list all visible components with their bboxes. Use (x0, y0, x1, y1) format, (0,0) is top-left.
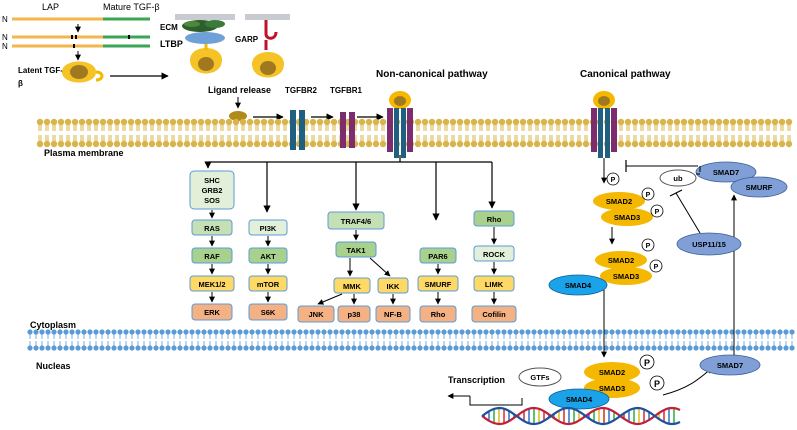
tgfbr2-receptor-icon (290, 110, 305, 150)
smad4-c: SMAD4 (566, 395, 593, 404)
smurf-box-label: SMURF (425, 280, 452, 289)
mtor-label: mTOR (257, 280, 280, 289)
cytoplasm-label: Cytoplasm (30, 320, 76, 330)
smad2-a: SMAD2 (606, 197, 632, 206)
ligand-icon (229, 111, 247, 121)
tgfbr1-receptor-icon (340, 112, 355, 148)
smad2-b: SMAD2 (608, 256, 634, 265)
tak1-label: TAK1 (346, 246, 365, 255)
ecm-garp-panel: ECM LTBP GARP (160, 14, 290, 78)
p38-label: p38 (348, 310, 361, 319)
canonical-title: Canonical pathway (580, 69, 671, 80)
gtfs-label: GTFs (530, 373, 549, 382)
p-smad3-b: P (654, 264, 659, 271)
pi3k-label: PI3K (260, 224, 277, 233)
traf-label: TRAF4/6 (341, 217, 371, 226)
rho-pathway: Rho ROCK LIMK Cofilin (471, 210, 517, 323)
receptor-complex-noncanonical-icon (387, 91, 413, 158)
sos-label: SOS (204, 196, 220, 205)
plasma-membrane (36, 118, 793, 148)
tgfbr2-label: TGFBR2 (285, 86, 318, 95)
ikk-label: IKK (387, 282, 401, 291)
grb2-label: GRB2 (202, 186, 223, 195)
precursor-panel: LAP Mature TGF-β N N N Latent TGF- β (2, 2, 169, 88)
shc-label: SHC (204, 176, 220, 185)
smad3-a: SMAD3 (614, 213, 640, 222)
latent-tgf-complex-icon (62, 61, 104, 83)
n-label-2: N (2, 33, 8, 42)
p-smad3-a: P (655, 209, 660, 216)
ltbp-bound-complex-icon (190, 44, 222, 74)
par6-pathway: PAR6 SMURF Rho (417, 247, 459, 323)
p-receptor: P (611, 177, 616, 184)
ecm-label: ECM (160, 23, 178, 32)
ub-label: ub (673, 174, 683, 183)
non-canonical-title: Non-canonical pathway (376, 69, 488, 80)
tgfbr1-label: TGFBR1 (330, 86, 363, 95)
n-label-3: N (2, 42, 8, 51)
noncanonical-branches (204, 155, 496, 221)
rho-top-label: Rho (487, 215, 502, 224)
smad3-b: SMAD3 (613, 272, 639, 281)
receptor-complex-canonical-icon (591, 91, 617, 158)
traf-pathway: TRAF4/6 TAK1 MMK IKK JNK p38 NF-B (297, 211, 411, 323)
p-smad2-c: P (644, 358, 650, 368)
garp-bound-complex-icon (252, 40, 284, 78)
akt-label: AKT (260, 252, 276, 261)
smad7-top-label: SMAD7 (713, 168, 739, 177)
garp-surface (245, 14, 290, 20)
canonical-pathway: P SMAD2 SMAD3 P P SMAD2 SMAD3 SMAD4 P P … (447, 158, 788, 410)
rho-out-label: Rho (431, 310, 446, 319)
ras-label: RAS (204, 224, 220, 233)
rock-label: ROCK (483, 250, 506, 259)
limk-label: LIMK (485, 280, 504, 289)
garp-hook-icon (264, 20, 278, 40)
smurf-oval-label: SMURF (746, 183, 773, 192)
smad2-c: SMAD2 (599, 368, 625, 377)
erk-label: ERK (204, 308, 220, 317)
ltbp-shape (185, 32, 225, 44)
usp-label: USP11/15 (692, 240, 726, 249)
smad3-c: SMAD3 (599, 384, 625, 393)
garp-label: GARP (235, 35, 259, 44)
pi3k-pathway: PI3K AKT mTOR S6K (248, 219, 288, 321)
nfb-label: NF-B (384, 310, 402, 319)
jnk-label: JNK (308, 310, 324, 319)
smad7-nuc-label: SMAD7 (717, 361, 743, 370)
ligand-release-label: Ligand release (208, 85, 271, 95)
lap-label: LAP (42, 2, 59, 12)
p-smad2-a: P (646, 192, 651, 199)
smad4-b: SMAD4 (565, 281, 592, 290)
nuclear-membrane (27, 329, 795, 351)
ecm-fibers-icon (182, 20, 225, 32)
dna-helix-icon (481, 406, 681, 426)
raf-label: RAF (204, 252, 220, 261)
p-smad2-b: P (646, 243, 651, 250)
plasma-membrane-label: Plasma membrane (44, 148, 124, 158)
ecm-surface (175, 14, 235, 20)
latent-tgf-label: Latent TGF- (18, 66, 63, 75)
par6-label: PAR6 (428, 252, 447, 261)
transcription-label: Transcription (448, 375, 505, 385)
ras-erk-pathway: SHC GRB2 SOS RAS RAF MEK1/2 ERK (189, 170, 235, 321)
beta-label: β (18, 79, 23, 88)
mmk-label: MMK (343, 282, 361, 291)
s6k-label: S6K (261, 308, 276, 317)
mature-tgfb-label: Mature TGF-β (103, 2, 160, 12)
n-label-1: N (2, 15, 8, 24)
p-smad3-c: P (654, 379, 660, 389)
cofilin-label: Cofilin (482, 310, 506, 319)
ltbp-label: LTBP (160, 39, 183, 49)
nucleas-label: Nucleas (36, 361, 71, 371)
mek-label: MEK1/2 (198, 280, 225, 289)
